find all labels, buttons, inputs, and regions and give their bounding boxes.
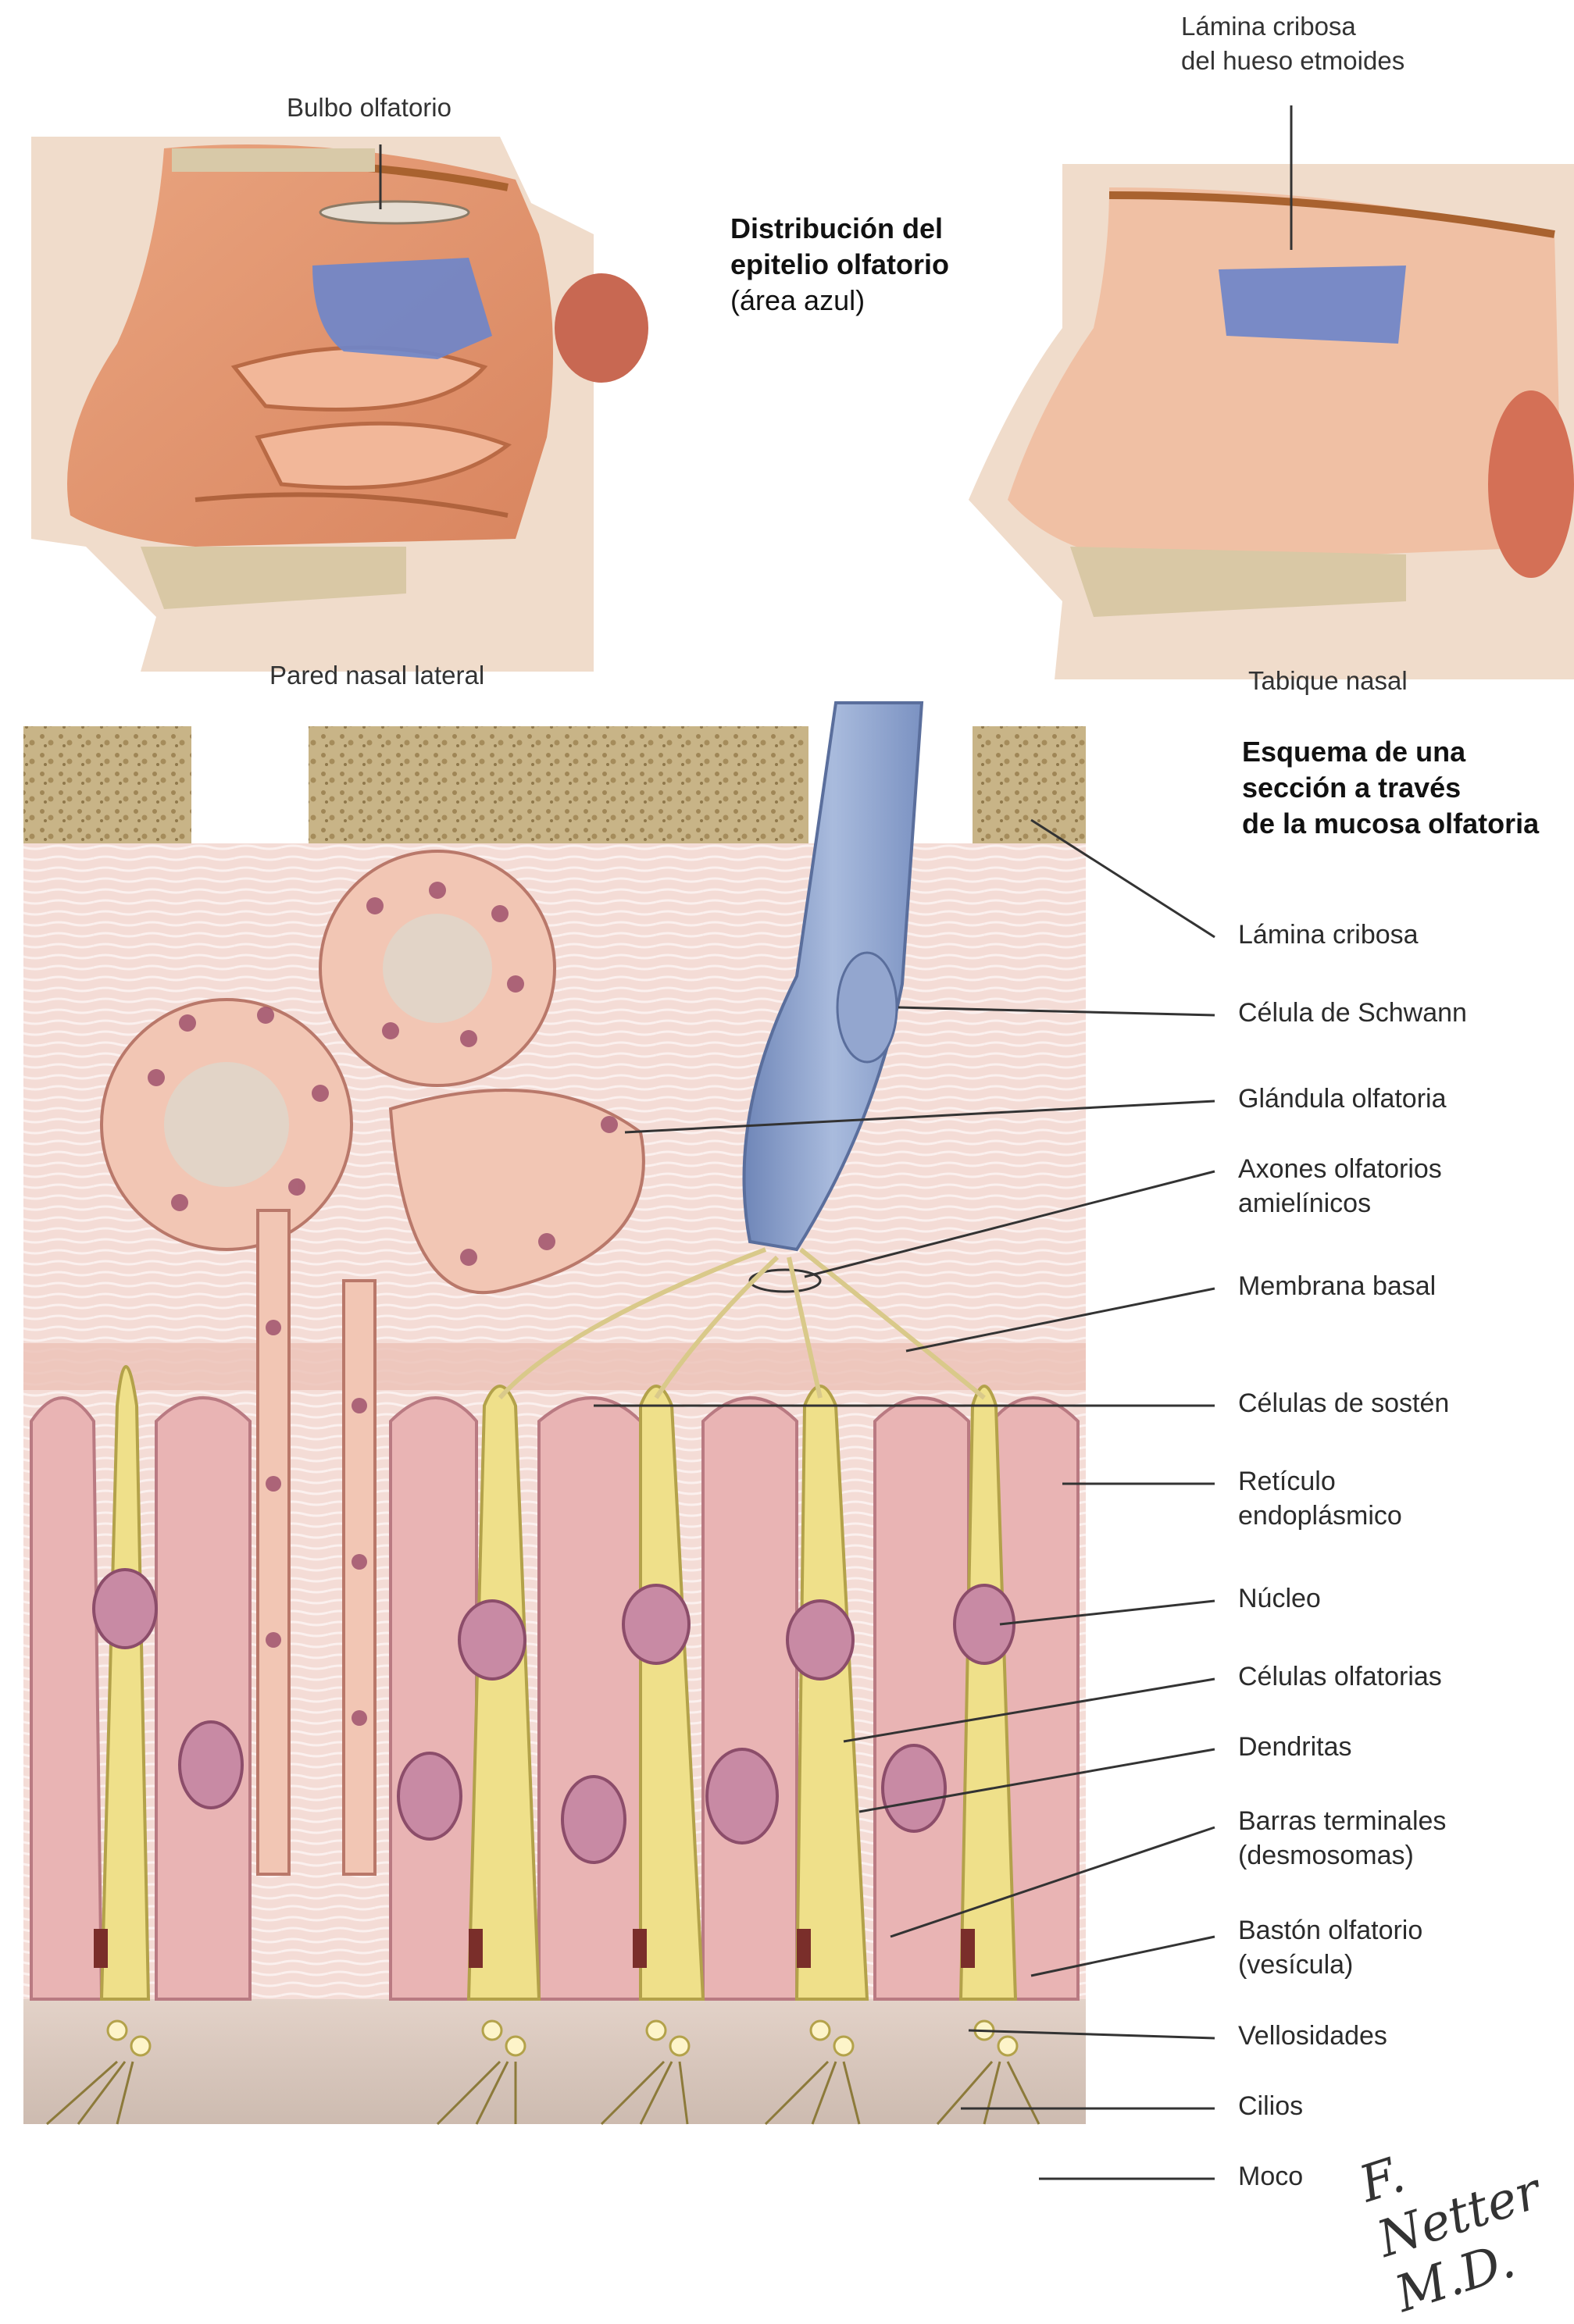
label-axones-olfatorios-line2: amielínicos xyxy=(1238,1186,1442,1221)
label-cilios-line1: Cilios xyxy=(1238,2089,1303,2123)
label-baston-olfatorio-line1: Bastón olfatorio xyxy=(1238,1913,1422,1948)
lamina-etmoides-line2: del hueso etmoides xyxy=(1181,44,1404,78)
section-heading-line2: sección a través xyxy=(1242,770,1539,806)
label-celulas-sosten: Células de sostén xyxy=(1238,1386,1449,1420)
section-heading-line1: Esquema de una xyxy=(1242,734,1539,770)
caption-tabique-nasal: Tabique nasal xyxy=(1248,664,1408,698)
supporting-cells xyxy=(31,1398,1078,1999)
olfactory-area-lateral xyxy=(312,258,492,359)
lateral-nasal-wall-illustration xyxy=(31,137,648,672)
label-nucleo: Núcleo xyxy=(1238,1581,1321,1616)
label-bulbo-olfatorio: Bulbo olfatorio xyxy=(287,91,451,125)
label-glandula-olfatoria-line1: Glándula olfatoria xyxy=(1238,1082,1447,1116)
label-barras-terminales-line2: (desmosomas) xyxy=(1238,1838,1446,1873)
label-celula-schwann: Célula de Schwann xyxy=(1238,996,1467,1030)
label-moco: Moco xyxy=(1238,2159,1303,2194)
label-celulas-olfatorias: Células olfatorias xyxy=(1238,1659,1442,1694)
section-heading: Esquema de una sección a través de la mu… xyxy=(1242,734,1539,842)
label-lamina-cribosa: Lámina cribosa xyxy=(1238,918,1419,952)
label-axones-olfatorios-line1: Axones olfatorios xyxy=(1238,1152,1442,1186)
label-cilios: Cilios xyxy=(1238,2089,1303,2123)
label-barras-terminales: Barras terminales(desmosomas) xyxy=(1238,1804,1446,1873)
label-baston-olfatorio: Bastón olfatorio(vesícula) xyxy=(1238,1913,1422,1982)
distribution-heading: Distribución del epitelio olfatorio (áre… xyxy=(730,211,949,319)
label-nucleo-line1: Núcleo xyxy=(1238,1581,1321,1616)
olfactory-area-septum xyxy=(1219,266,1406,344)
label-dendritas: Dendritas xyxy=(1238,1730,1352,1764)
cribriform-plate-segment xyxy=(973,726,1086,843)
label-reticulo-endoplasmico-line2: endoplásmico xyxy=(1238,1499,1402,1533)
label-membrana-basal-line1: Membrana basal xyxy=(1238,1269,1436,1303)
label-baston-olfatorio-line2: (vesícula) xyxy=(1238,1948,1422,1982)
cribriform-plate-segment xyxy=(23,726,191,843)
cribriform-plate-segment xyxy=(309,726,808,843)
distribution-heading-line2: epitelio olfatorio xyxy=(730,247,949,283)
label-glandula-olfatoria: Glándula olfatoria xyxy=(1238,1082,1447,1116)
distribution-heading-line1: Distribución del xyxy=(730,211,949,247)
label-reticulo-endoplasmico-line1: Retículo xyxy=(1238,1464,1402,1499)
label-celulas-sosten-line1: Células de sostén xyxy=(1238,1386,1449,1420)
mucosa-section-illustration xyxy=(23,703,1086,2124)
label-celula-schwann-line1: Célula de Schwann xyxy=(1238,996,1467,1030)
label-membrana-basal: Membrana basal xyxy=(1238,1269,1436,1303)
label-lamina-cribosa-line1: Lámina cribosa xyxy=(1238,918,1419,952)
lamina-etmoides-line1: Lámina cribosa xyxy=(1181,9,1404,44)
nasal-septum-illustration xyxy=(969,105,1574,679)
label-barras-terminales-line1: Barras terminales xyxy=(1238,1804,1446,1838)
label-celulas-olfatorias-line1: Células olfatorias xyxy=(1238,1659,1442,1694)
label-vellosidades: Vellosidades xyxy=(1238,2019,1387,2053)
schwann-cell xyxy=(837,953,897,1062)
label-dendritas-line1: Dendritas xyxy=(1238,1730,1352,1764)
section-heading-line3: de la mucosa olfatoria xyxy=(1242,806,1539,842)
label-vellosidades-line1: Vellosidades xyxy=(1238,2019,1387,2053)
label-moco-line1: Moco xyxy=(1238,2159,1303,2194)
caption-pared-nasal-lateral: Pared nasal lateral xyxy=(269,658,484,693)
label-lamina-cribosa-etmoides: Lámina cribosa del hueso etmoides xyxy=(1181,9,1404,78)
distribution-heading-line3: (área azul) xyxy=(730,283,949,319)
